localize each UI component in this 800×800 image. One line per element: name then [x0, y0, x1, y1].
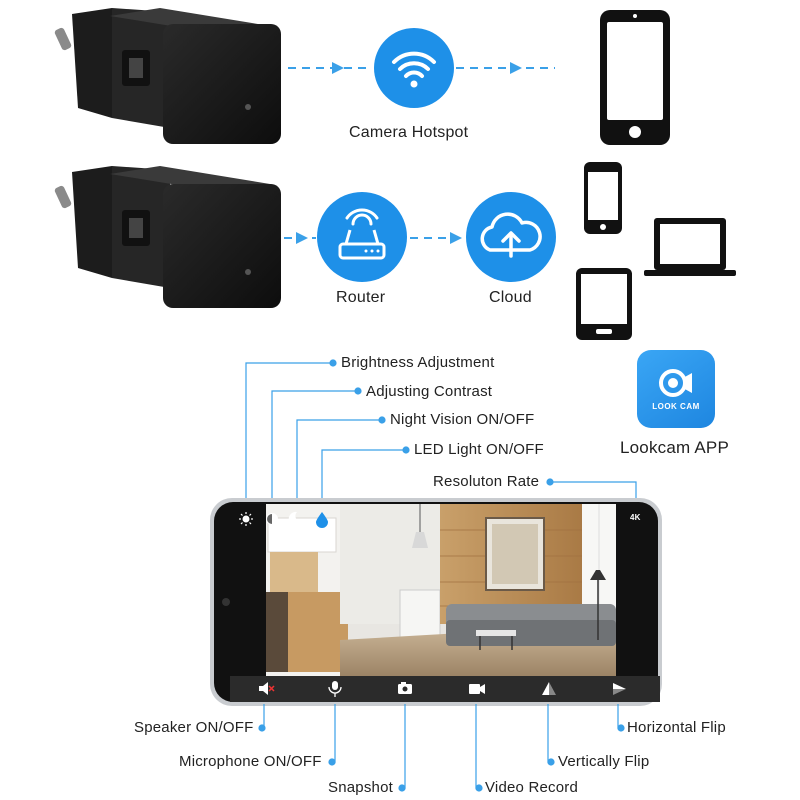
horizontal-flip-label: Horizontal Flip	[627, 719, 726, 736]
lookcam-app-icon[interactable]: LOOK CAM	[637, 350, 715, 428]
brightness-label: Brightness Adjustment	[341, 354, 495, 371]
arrow-to-phone	[456, 62, 555, 74]
night-vision-label: Night Vision ON/OFF	[390, 411, 535, 428]
camera-charger-bottom	[54, 166, 281, 308]
speaker-label: Speaker ON/OFF	[134, 719, 254, 736]
lookcam-camera-icon	[659, 369, 692, 397]
night-vision-icon[interactable]	[288, 511, 302, 526]
phone-landscape	[210, 498, 662, 706]
router-label: Router	[336, 289, 386, 306]
cloud-upload-icon	[466, 192, 556, 282]
snapshot-icon[interactable]	[398, 682, 412, 694]
tablet-icon	[576, 268, 632, 340]
router-icon	[317, 192, 407, 282]
horizontal-flip-icon[interactable]	[613, 683, 626, 695]
callout-lines-top	[245, 359, 637, 500]
brightness-icon[interactable]	[239, 512, 253, 526]
arrow-cloud	[410, 232, 466, 244]
camera-charger-top	[54, 8, 281, 144]
vertical-flip-icon[interactable]	[542, 682, 556, 695]
snapshot-label: Snapshot	[328, 779, 393, 796]
arrow-hotspot	[288, 62, 372, 74]
lookcam-icon-text: LOOK CAM	[652, 402, 700, 411]
led-light-label: LED Light ON/OFF	[414, 441, 544, 458]
led-light-icon[interactable]	[316, 512, 328, 528]
smartphone-small-icon	[584, 162, 622, 234]
lookcam-app-label: Lookcam APP	[620, 438, 729, 457]
contrast-icon[interactable]	[266, 513, 278, 525]
camera-hotspot-label: Camera Hotspot	[349, 124, 469, 141]
resolution-label: Resoluton Rate	[433, 473, 540, 490]
video-record-label: Video Record	[485, 779, 579, 796]
smartphone-icon	[600, 10, 670, 145]
cloud-label: Cloud	[489, 289, 532, 306]
callout-lines-bottom	[258, 704, 625, 792]
speaker-icon[interactable]	[259, 682, 275, 695]
video-record-icon[interactable]	[469, 684, 485, 694]
microphone-label: Microphone ON/OFF	[179, 753, 322, 770]
resolution-badge[interactable]: 4K	[630, 513, 641, 522]
microphone-icon[interactable]	[328, 681, 342, 697]
arrow-router	[284, 232, 316, 244]
laptop-icon	[644, 218, 736, 276]
contrast-label: Adjusting Contrast	[366, 383, 493, 400]
wifi-icon	[374, 28, 454, 108]
vertical-flip-label: Vertically Flip	[558, 753, 650, 770]
